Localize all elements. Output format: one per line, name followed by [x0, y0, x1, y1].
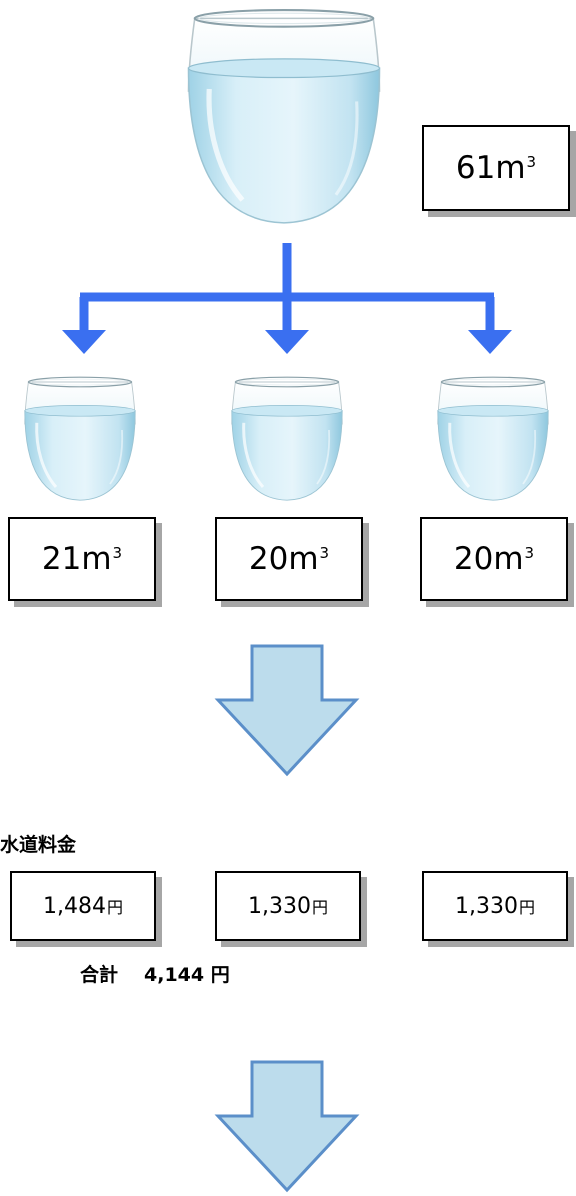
fee-unit: 円 [106, 898, 123, 917]
arrowhead-left-icon [62, 330, 106, 354]
fee-amount: 1,330 [248, 893, 311, 919]
volume-unit-superscript: 3 [319, 544, 330, 562]
fee-total: 合計 4,144 円 [80, 960, 230, 987]
fee-amount: 1,330 [455, 893, 518, 919]
arrow-down-icon [214, 1060, 360, 1193]
water-glass-icon [433, 376, 553, 502]
water-glass-icon [227, 376, 347, 502]
water-glass-icon [20, 376, 140, 502]
split-connector [62, 243, 512, 354]
fee-unit: 円 [311, 898, 328, 917]
arrowhead-center-icon [265, 330, 309, 354]
total-volume-value: 61m [455, 150, 526, 186]
total-label: 合計 [80, 964, 119, 986]
fee-amount: 1,484 [43, 893, 106, 919]
arrow-down-icon [214, 644, 360, 777]
total-unit: 円 [210, 964, 230, 986]
volume-unit-superscript: 3 [524, 544, 535, 562]
arrowhead-right-icon [468, 330, 512, 354]
volume-unit-superscript: 3 [526, 153, 537, 171]
split-volume-value: 21m [41, 541, 112, 577]
volume-unit-superscript: 3 [112, 544, 123, 562]
split-volume-value: 20m [248, 541, 319, 577]
split-volume-value: 20m [453, 541, 524, 577]
fee-unit: 円 [518, 898, 535, 917]
total-amount: 4,144 [144, 964, 205, 986]
water-fee-label: 水道料金 [0, 834, 77, 856]
